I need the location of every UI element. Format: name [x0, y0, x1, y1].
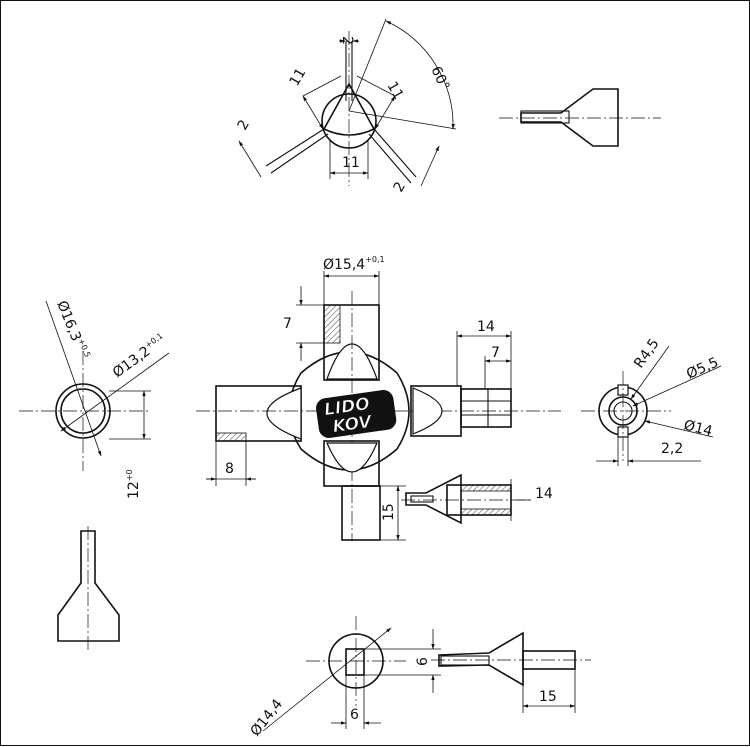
top-profile-view: 60° 2 11 11 11 2 2	[235, 18, 457, 195]
dia-top-label: Ø15,4+0,1	[323, 255, 385, 273]
dia-inner-label: Ø13,2+0,1	[109, 331, 169, 381]
profile-triangle	[322, 82, 376, 136]
lidokov-logo: LIDO KOV	[316, 390, 397, 438]
bit-left-view	[57, 526, 120, 651]
bit-side-view	[499, 88, 661, 147]
slot-top-label: 2	[339, 36, 355, 45]
bit-center-view: 14	[401, 473, 553, 525]
svg-text:KOV: KOV	[331, 412, 374, 438]
length-7-label: 7	[491, 345, 500, 361]
length-14-label: 14	[477, 319, 495, 335]
length-bottom-label: 15	[381, 503, 397, 521]
edge-left-label: 11	[287, 66, 310, 89]
dia-small-label: Ø5,5	[684, 354, 721, 382]
bit-bottom-view: 15	[431, 631, 591, 713]
radius-label: R4,5	[631, 336, 662, 371]
left-section-view: Ø16,3+0,5 Ø13,2+0,1 12+0	[19, 298, 170, 499]
dia-outer-label: Ø16,3+0,5	[53, 298, 92, 362]
slot-right-label: 2	[391, 179, 409, 195]
depth-top-label: 7	[283, 316, 292, 332]
edge-right-label: 11	[384, 79, 407, 102]
right-section-view: R4,5 Ø5,5 Ø14 2,2	[581, 336, 722, 466]
length-left-label: 8	[225, 461, 234, 477]
main-key-view: LIDO KOV Ø15,4+0,1 7 14 7 8 15	[196, 255, 561, 541]
offset-label: 2,2	[661, 441, 683, 457]
bit-length-label: 14	[535, 486, 553, 502]
height-label: 12+0	[125, 469, 142, 499]
bottom-section-view: Ø14,4 6 6	[248, 616, 441, 739]
slot-left-label: 2	[235, 117, 253, 133]
dia-large-label: Ø14	[682, 417, 714, 440]
angle-label: 60°	[427, 64, 452, 93]
square-height-label: 6	[415, 657, 431, 666]
square-side-label: 6	[350, 707, 359, 723]
bottom-length-label: 15	[539, 689, 557, 705]
width-bottom-label: 11	[342, 155, 360, 171]
bottom-dia-label: Ø14,4	[248, 696, 287, 739]
